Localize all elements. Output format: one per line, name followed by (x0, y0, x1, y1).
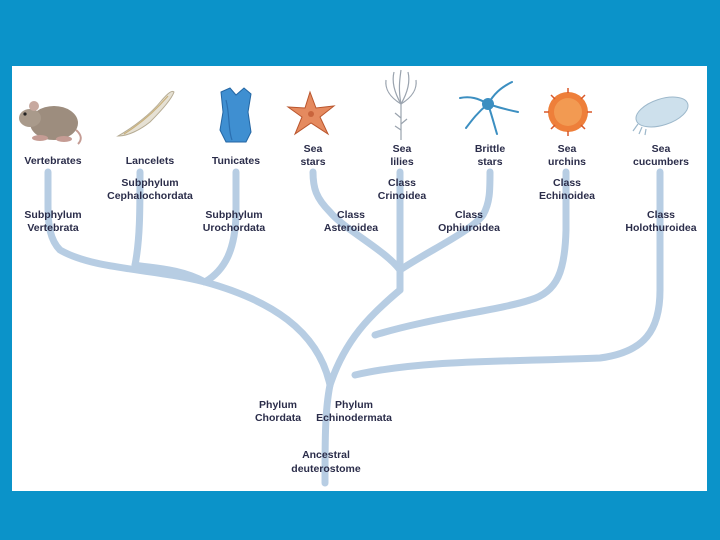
branch-trunk (321, 381, 334, 487)
taxon-label-tunicates: Tunicates (212, 155, 260, 167)
branch-tunicates (201, 168, 240, 286)
branch-echinodermata (326, 286, 404, 389)
taxon-label-lancelets: Lancelets (126, 155, 175, 167)
sea-cucumber-icon (632, 96, 689, 136)
rodent-icon (19, 101, 82, 145)
branch-holothuroidea (351, 168, 664, 379)
taxon-label-vertebrates: Vertebrates (24, 155, 81, 167)
branch-chordata (201, 278, 334, 389)
branch-echinoidea (371, 168, 570, 339)
lancelet-icon (116, 90, 175, 137)
branch-lancelets-urochordata (131, 261, 209, 286)
brittle-star-icon (459, 81, 519, 135)
sea-star-icon (286, 90, 336, 136)
sea-lily-icon (385, 69, 417, 140)
tunicate-icon (219, 87, 252, 143)
sea-urchin-icon (544, 88, 592, 136)
tree-branches (44, 168, 664, 487)
branch-lancelets (131, 168, 144, 269)
branch-chordata-base (44, 201, 209, 286)
branch-asteroidea (309, 168, 404, 274)
branch-ophiuroidea (396, 168, 494, 274)
tree-panel (12, 66, 707, 491)
